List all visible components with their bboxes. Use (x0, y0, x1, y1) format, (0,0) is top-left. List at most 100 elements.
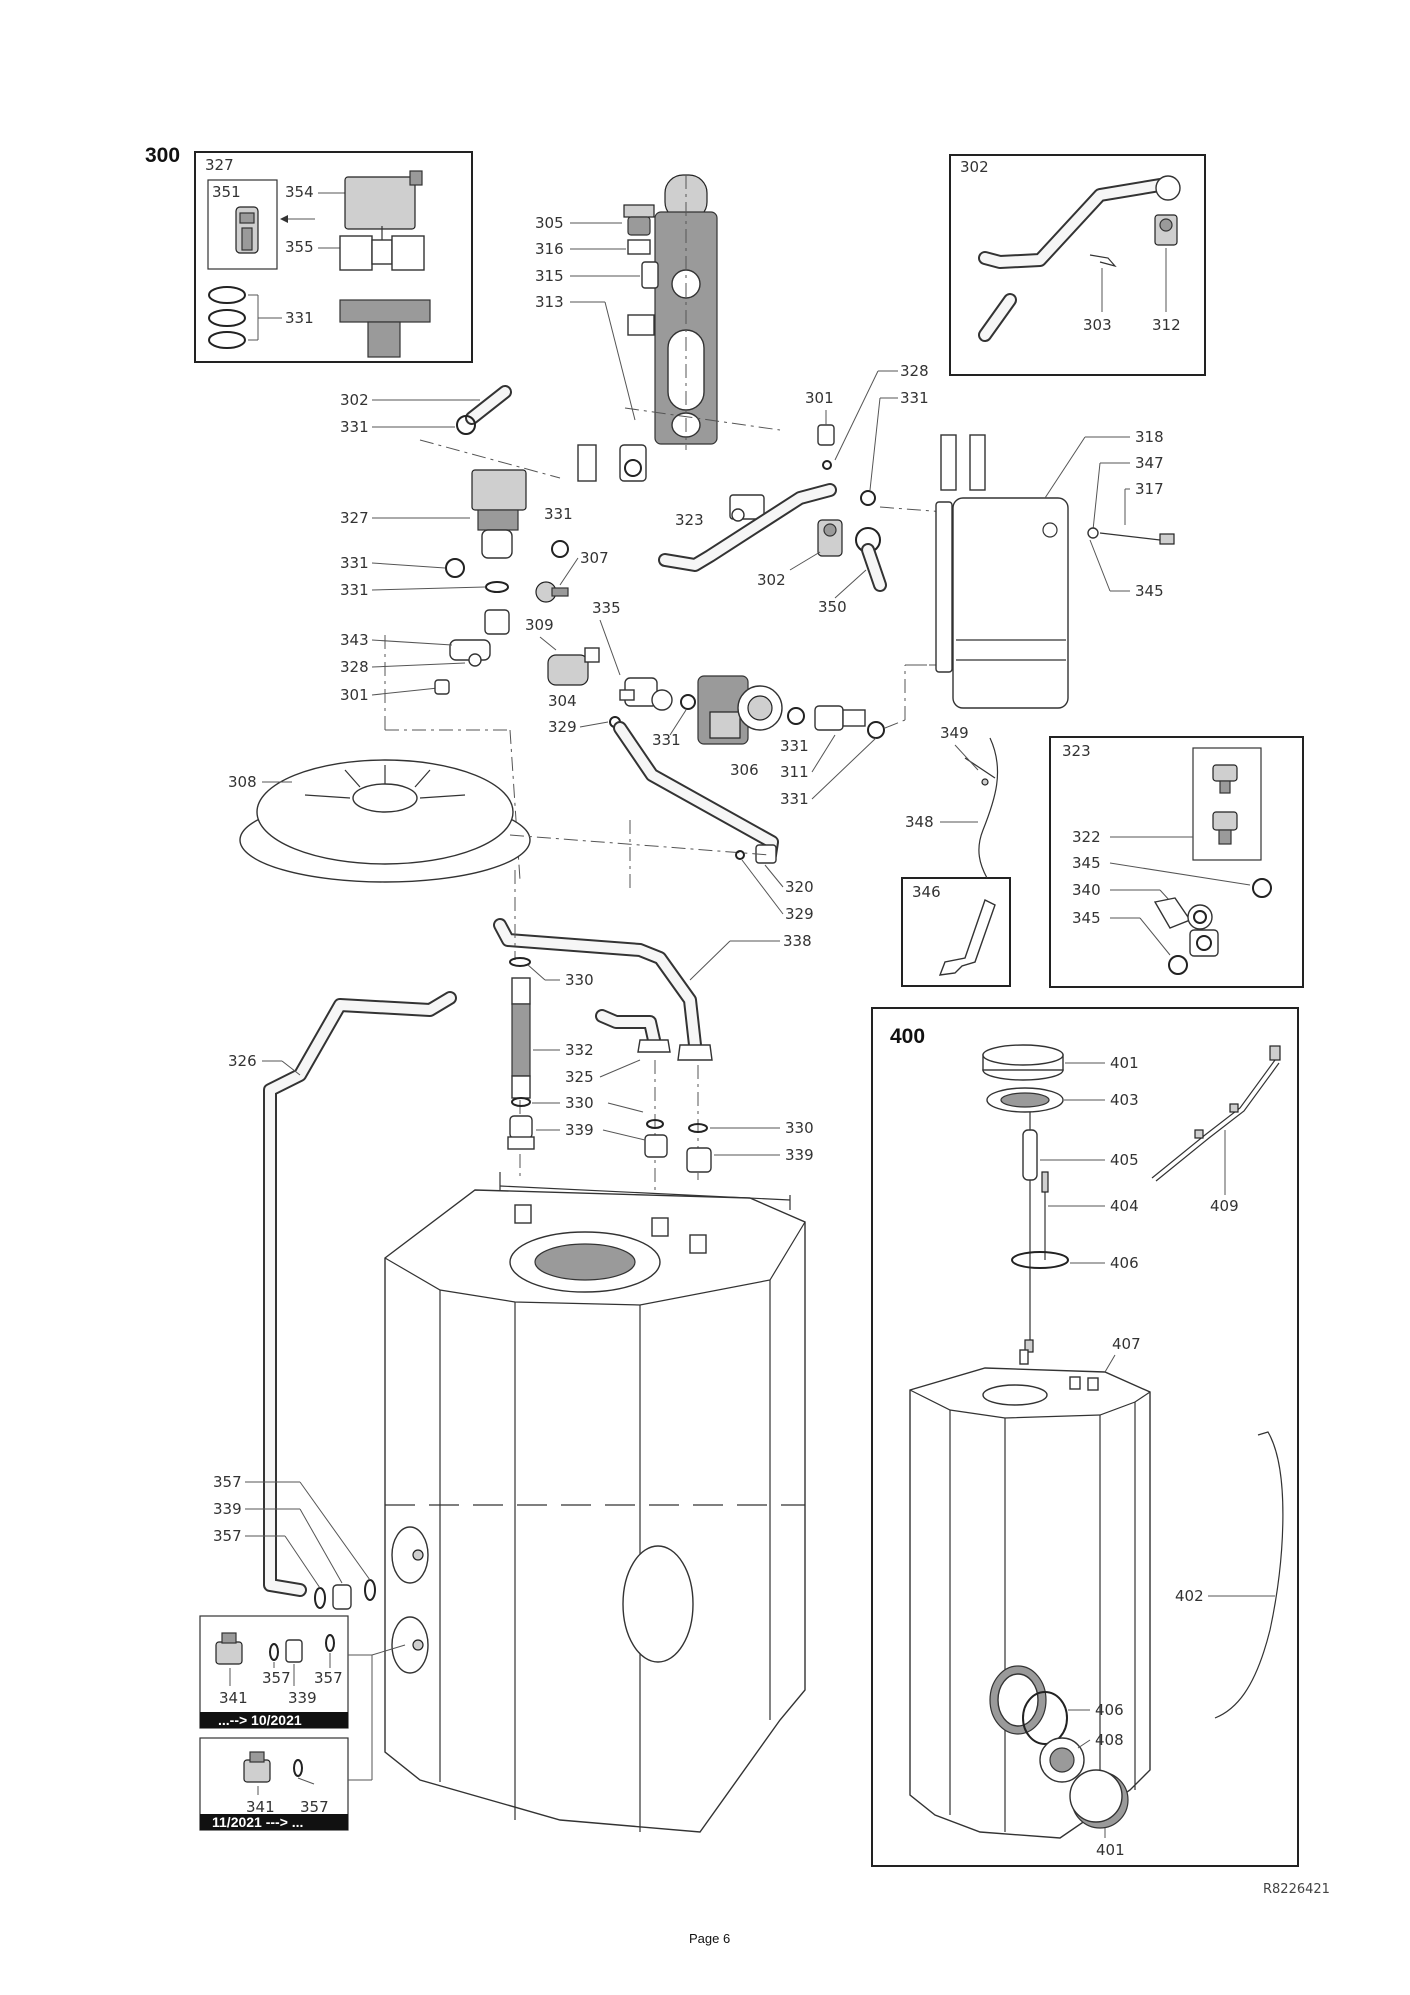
callout-328-a: 328 (340, 658, 369, 676)
section-400: 400 401 403 405 404 (871, 1007, 1299, 1867)
pipe-piece (978, 293, 1017, 342)
callout-317: 317 (1135, 480, 1164, 498)
clip-322 (1212, 764, 1238, 845)
callout-339-c: 339 (213, 1500, 242, 1518)
gasket-406-bottom (1022, 1691, 1068, 1745)
callout-339-old: 339 (288, 1689, 317, 1707)
fitting-301-a (434, 679, 450, 695)
callout-326: 326 (228, 1052, 257, 1070)
adapter-339-center (644, 1134, 668, 1158)
callout-335: 335 (592, 599, 621, 617)
callout-405: 405 (1110, 1151, 1139, 1169)
o-ring-329-b (735, 850, 745, 860)
o-ring-357-b (364, 1579, 376, 1601)
bracket (577, 444, 647, 482)
callout-357-old-a: 357 (262, 1669, 291, 1687)
callout-345-inset-b: 345 (1072, 909, 1101, 927)
inset-302-title: 302 (960, 158, 989, 176)
valve-body-355 (339, 226, 425, 271)
o-ring-357-a (314, 1587, 326, 1609)
callout-318: 318 (1135, 428, 1164, 446)
callout-339-a: 339 (565, 1121, 594, 1139)
inset-302: 302 303 312 (949, 154, 1206, 376)
callout-309: 309 (525, 616, 554, 634)
o-ring-331-g (867, 721, 885, 739)
valve-cartridge-351 (235, 206, 259, 254)
flex-hose-332 (511, 977, 531, 1099)
callout-357-b: 357 (213, 1527, 242, 1545)
callout-331-d: 331 (340, 581, 369, 599)
inset-351-box (207, 179, 278, 270)
callout-351: 351 (212, 183, 241, 201)
callout-303: 303 (1083, 316, 1112, 334)
callout-311: 311 (780, 763, 809, 781)
callout-331-g: 331 (780, 790, 809, 808)
callout-322: 322 (1072, 828, 1101, 846)
callout-301-a: 301 (340, 686, 369, 704)
callout-329-b: 329 (785, 905, 814, 923)
manifold-column (654, 174, 718, 450)
adapter-339-left (507, 1115, 535, 1150)
callout-306: 306 (730, 761, 759, 779)
callout-327: 327 (340, 509, 369, 527)
callout-341-old: 341 (219, 1689, 248, 1707)
elbow-325 (595, 1009, 671, 1053)
pipe-302 (465, 385, 512, 425)
callout-304: 304 (548, 692, 577, 710)
expansion-vessel-308 (239, 759, 531, 883)
callout-330-c: 330 (785, 1119, 814, 1137)
o-ring-330-b (511, 1097, 531, 1107)
inset-327: 327 351 354 355 (194, 151, 473, 363)
sensor-404 (1041, 1171, 1049, 1260)
bracket-323 (729, 494, 765, 522)
gasket-406-top (1011, 1251, 1069, 1269)
callout-347: 347 (1135, 454, 1164, 472)
callout-349: 349 (940, 724, 969, 742)
callout-323: 323 (675, 511, 704, 529)
callout-355: 355 (285, 238, 314, 256)
callout-331-inset: 331 (285, 309, 314, 327)
inset-323-title: 323 (1062, 742, 1091, 760)
valve-312 (1154, 214, 1178, 246)
actuator-354 (344, 170, 423, 230)
fitting-311 (814, 705, 866, 731)
inset-323: 323 322 345 340 345 (1049, 736, 1304, 988)
fitting-313 (627, 314, 655, 336)
wiring-409 (1151, 1045, 1281, 1182)
air-vent-305 (623, 204, 655, 236)
adapter-339-lower (332, 1584, 352, 1610)
anode-405 (1022, 1112, 1038, 1353)
o-ring-331-h (860, 490, 876, 506)
flange-408 (1039, 1737, 1085, 1783)
callout-354: 354 (285, 183, 314, 201)
callout-345-inset-a: 345 (1072, 854, 1101, 872)
inset-346: 346 (901, 877, 1011, 987)
tank-407 (909, 1349, 1151, 1839)
version-box-old: 341 357 357 339 ...--> 10/2021 (199, 1615, 349, 1729)
pump-306 (697, 675, 783, 745)
callout-331-f: 331 (780, 737, 809, 755)
heat-exchanger-318 (935, 434, 1069, 709)
callout-357-new: 357 (300, 1798, 329, 1816)
sensor-cable-348 (964, 737, 999, 879)
o-ring-330-c (646, 1119, 664, 1129)
elbow-350 (855, 527, 887, 592)
drawing-reference: R8226421 (1263, 1882, 1330, 1897)
callout-402: 402 (1175, 1587, 1204, 1605)
callout-330-b: 330 (565, 1094, 594, 1112)
version-box-new: 341 357 11/2021 ---> ... (199, 1737, 349, 1831)
valve-309 (547, 647, 600, 686)
o-ring-331-top (456, 415, 476, 435)
callout-401-a: 401 (1110, 1054, 1139, 1072)
callout-406-a: 406 (1110, 1254, 1139, 1272)
elbow-343 (449, 609, 510, 667)
version-banner-old: ...--> 10/2021 (218, 1712, 302, 1728)
section-label-400: 400 (890, 1025, 925, 1048)
callout-348: 348 (905, 813, 934, 831)
callout-409: 409 (1210, 1197, 1239, 1215)
callout-404: 404 (1110, 1197, 1139, 1215)
callout-343: 343 (340, 631, 369, 649)
callout-316: 316 (535, 240, 564, 258)
pipe-302-right (658, 483, 837, 572)
